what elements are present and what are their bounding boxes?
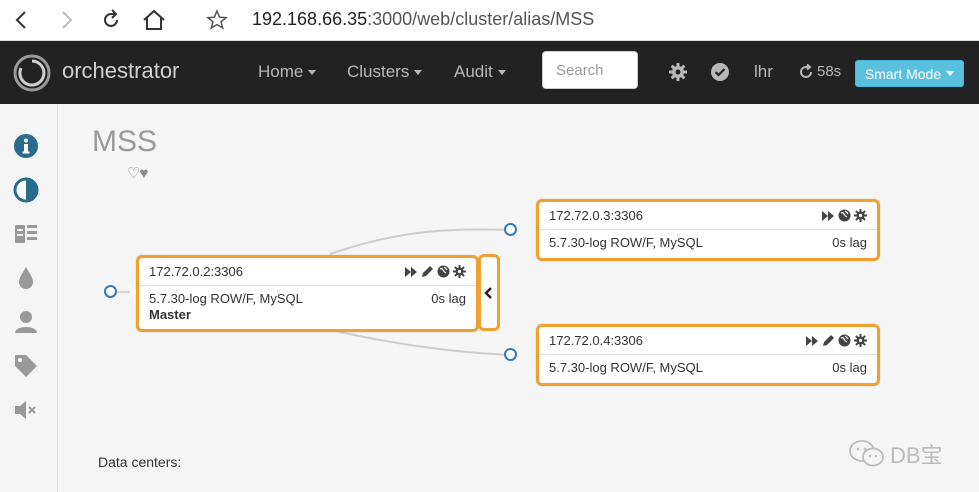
fast-forward-icon[interactable] — [405, 266, 418, 278]
gear-icon[interactable] — [854, 334, 867, 347]
info-icon[interactable] — [12, 132, 40, 160]
half-circle-icon[interactable] — [12, 176, 40, 204]
instance-host: 172.72.0.2:3306 — [149, 264, 243, 279]
chevron-down-icon — [414, 70, 423, 76]
period-selector[interactable]: lhr — [754, 62, 773, 81]
back-icon[interactable] — [6, 4, 38, 36]
refresh-icon — [800, 63, 812, 78]
instance-actions — [806, 334, 867, 347]
instance-version: 5.7.30-log ROW/F, MySQL — [149, 291, 303, 306]
address-bar[interactable]: 192.168.66.35:3000/web/cluster/alias/MSS — [252, 9, 594, 30]
globe-icon[interactable] — [838, 334, 851, 347]
instance-lag: 0s lag — [431, 291, 466, 306]
pencil-icon[interactable] — [421, 265, 434, 278]
instance-host: 172.72.0.4:3306 — [549, 333, 643, 348]
watermark-text: DB宝 — [890, 443, 943, 468]
instance-header: 172.72.0.2:3306 — [139, 258, 476, 286]
nav-home[interactable]: Home — [258, 62, 317, 82]
fast-forward-icon[interactable] — [822, 210, 835, 222]
watermark: DB宝 — [848, 438, 943, 470]
search-input[interactable] — [542, 51, 638, 89]
mute-icon[interactable] — [12, 396, 40, 424]
instance-body: 5.7.30-log ROW/F, MySQL 0s lag — [539, 230, 877, 256]
instance-header: 172.72.0.4:3306 — [539, 327, 877, 355]
check-circle-icon[interactable] — [710, 62, 730, 82]
table-icon[interactable] — [12, 220, 40, 248]
user-icon[interactable] — [12, 308, 40, 336]
url-path: :3000/web/cluster/alias/MSS — [367, 9, 595, 29]
left-sidebar — [0, 104, 58, 492]
favorite-heart-icon[interactable]: ♡♥ — [127, 165, 148, 182]
instance-body: 5.7.30-log ROW/F, MySQL 0s lag — [539, 355, 877, 381]
top-navbar: orchestrator Home Clusters Audit lhr 58s… — [0, 41, 979, 104]
forward-icon[interactable] — [50, 4, 82, 36]
bookmark-star-icon[interactable] — [201, 4, 233, 36]
page-title: MSS — [92, 125, 158, 158]
chevron-down-icon — [946, 71, 955, 76]
reload-icon[interactable] — [95, 4, 127, 36]
instance-lag: 0s lag — [832, 235, 867, 250]
gear-icon[interactable] — [854, 209, 867, 222]
instance-replica-1[interactable]: 172.72.0.3:3306 5.7.30-log ROW/F, MySQL … — [536, 199, 880, 261]
instance-actions — [822, 209, 867, 222]
drop-icon[interactable] — [12, 264, 40, 292]
instance-master[interactable]: 172.72.0.2:3306 5.7.30-log ROW/F, MySQL … — [136, 255, 479, 332]
master-port[interactable] — [104, 285, 117, 298]
brand-name[interactable]: orchestrator — [62, 58, 180, 83]
collapse-replicas-button[interactable] — [478, 254, 500, 331]
instance-version: 5.7.30-log ROW/F, MySQL — [549, 235, 703, 250]
instance-actions — [405, 265, 466, 278]
chevron-left-icon — [484, 286, 492, 299]
replica1-port[interactable] — [504, 223, 517, 236]
orchestrator-logo-icon[interactable] — [12, 53, 52, 98]
instance-replica-2[interactable]: 172.72.0.4:3306 5.7.30-log ROW/F, MySQL … — [536, 324, 880, 386]
instance-lag: 0s lag — [832, 360, 867, 375]
url-host: 192.168.66.35 — [252, 9, 368, 29]
globe-icon[interactable] — [437, 265, 450, 278]
nav-clusters[interactable]: Clusters — [347, 62, 423, 82]
gear-icon[interactable] — [668, 62, 688, 82]
pencil-icon[interactable] — [822, 334, 835, 347]
refresh-timer[interactable]: 58s — [798, 63, 841, 80]
data-centers-label: Data centers: — [98, 454, 182, 470]
nav-audit[interactable]: Audit — [454, 62, 506, 82]
tag-icon[interactable] — [12, 352, 40, 380]
home-icon[interactable] — [138, 4, 170, 36]
wechat-icon — [849, 440, 884, 467]
smart-mode-button[interactable]: Smart Mode — [855, 60, 964, 87]
fast-forward-icon[interactable] — [806, 335, 819, 347]
instance-role: Master — [149, 307, 191, 322]
gear-icon[interactable] — [453, 265, 466, 278]
browser-toolbar: 192.168.66.35:3000/web/cluster/alias/MSS — [0, 0, 979, 41]
replica2-port[interactable] — [504, 348, 517, 361]
chevron-down-icon — [308, 70, 317, 76]
refresh-countdown: 58s — [817, 63, 842, 80]
chevron-down-icon — [497, 70, 506, 76]
instance-body: 5.7.30-log ROW/F, MySQL 0s lag Master — [139, 286, 476, 328]
instance-host: 172.72.0.3:3306 — [549, 208, 643, 223]
instance-header: 172.72.0.3:3306 — [539, 202, 877, 230]
globe-icon[interactable] — [838, 209, 851, 222]
instance-version: 5.7.30-log ROW/F, MySQL — [549, 360, 703, 375]
